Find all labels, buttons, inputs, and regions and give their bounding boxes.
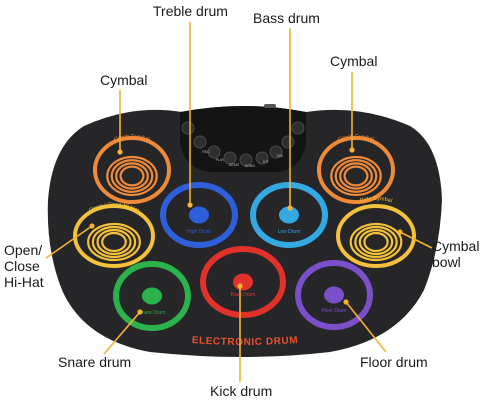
- cymbal-groove: [349, 222, 403, 262]
- cymbal-groove: [334, 159, 378, 193]
- pad-floor-drum[interactable]: Floor Drum: [295, 260, 373, 330]
- callout-cymbal-right: Cymbal: [330, 53, 378, 69]
- leader-snare-drum: [103, 309, 143, 355]
- control-button[interactable]: [255, 151, 269, 165]
- control-button-label: REC: [202, 150, 210, 154]
- callout-snare-drum: Snare drum: [58, 354, 132, 370]
- pad-high-drum[interactable]: High Drum: [160, 182, 238, 248]
- cymbal-groove: [119, 165, 145, 187]
- pad-center-dot: [233, 273, 253, 291]
- leader-cymbal-left: [117, 90, 123, 155]
- cymbal-groove: [87, 222, 141, 262]
- callout-kick-drum: Kick drum: [210, 383, 273, 399]
- callout-cymbal-bowl: Cymbal bowl: [432, 238, 480, 270]
- pad-label: Bass Drum: [231, 292, 256, 298]
- pad-label: Crash Cymbal: [338, 134, 375, 143]
- pad-bass-drum[interactable]: Bass Drum: [200, 246, 286, 318]
- pad-snare-drum[interactable]: Snare Drum: [113, 261, 191, 331]
- cymbal-groove: [91, 225, 137, 259]
- pad-outer-ring: [336, 204, 416, 268]
- leader-cymbal-right: [349, 72, 355, 153]
- pad-outer-ring: [113, 261, 191, 331]
- cymbal-groove: [343, 165, 369, 187]
- control-button[interactable]: [269, 145, 283, 159]
- control-buttons: REC PLAY DEMO SONG KIT VOL: [181, 121, 305, 168]
- panel-grip: [264, 104, 276, 108]
- cymbal-groove: [358, 228, 394, 256]
- pad-label: Crash Cymbal: [114, 134, 151, 143]
- control-button[interactable]: [291, 121, 305, 135]
- pad-ride-cymbal[interactable]: Ride Cymbal: [336, 196, 416, 268]
- control-button-label: DEMO: [229, 163, 240, 167]
- pad-outer-ring: [200, 246, 286, 318]
- pad-outer-ring: [93, 136, 171, 204]
- control-button[interactable]: [239, 153, 253, 167]
- pad-center-dot: [324, 286, 344, 304]
- pad-outer-ring: [73, 204, 155, 268]
- control-button-label: VOL: [276, 154, 283, 158]
- pad-label: High Drum: [187, 229, 211, 235]
- leader-kick-drum: [237, 283, 243, 382]
- leader-hi-hat: [45, 223, 95, 259]
- pad-crash-cymbal[interactable]: Crash Cymbal: [93, 134, 171, 204]
- leader-cymbal-bowl: [397, 229, 433, 249]
- pad-crash-cymbal-right[interactable]: Crash Cymbal: [317, 134, 395, 204]
- control-button[interactable]: [181, 121, 195, 135]
- callout-bass-drum: Bass drum: [253, 10, 320, 26]
- callout-cymbal-left: Cymbal: [100, 72, 148, 88]
- control-button-label: PLAY: [216, 158, 225, 162]
- pad-outer-ring: [250, 182, 328, 248]
- callout-treble-drum: Treble drum: [153, 3, 228, 19]
- leader-bass-drum: [287, 28, 293, 211]
- pad-label: Low Drum: [278, 229, 301, 235]
- pad-low-drum[interactable]: Low Drum: [250, 182, 328, 248]
- brand-text: ELECTRONIC DRUM: [191, 335, 298, 348]
- pad-outer-ring: [160, 182, 238, 248]
- cymbal-groove: [330, 155, 382, 197]
- pad-center-dot: [142, 287, 162, 305]
- cymbal-groove: [106, 155, 158, 197]
- control-button-label: KIT: [263, 160, 269, 164]
- pad-center-dot: [279, 206, 299, 224]
- pad-label: Ride Cymbal: [359, 196, 393, 204]
- control-button[interactable]: [193, 135, 207, 149]
- pad-label: Snare Drum: [139, 310, 166, 316]
- pad-outer-ring: [295, 260, 373, 330]
- pad-outer-ring: [317, 136, 395, 204]
- pad-center-dot: [189, 206, 209, 224]
- control-button[interactable]: [281, 135, 295, 149]
- callout-hi-hat: Open/ Close Hi-Hat: [4, 242, 44, 290]
- cymbal-groove: [96, 228, 132, 256]
- control-button[interactable]: [223, 151, 237, 165]
- leader-floor-drum: [343, 299, 387, 353]
- control-button-label: SONG: [245, 164, 256, 168]
- cymbal-groove: [101, 231, 127, 253]
- cymbal-groove: [363, 231, 389, 253]
- cymbal-groove: [354, 225, 398, 259]
- control-button[interactable]: [207, 145, 221, 159]
- cymbal-groove: [115, 162, 149, 190]
- leader-lines: [45, 22, 433, 382]
- leader-treble-drum: [187, 22, 193, 208]
- callout-floor-drum: Floor drum: [360, 354, 428, 370]
- cymbal-groove: [339, 162, 373, 190]
- pad-label: Floor Drum: [321, 308, 346, 314]
- cymbal-groove: [110, 159, 154, 193]
